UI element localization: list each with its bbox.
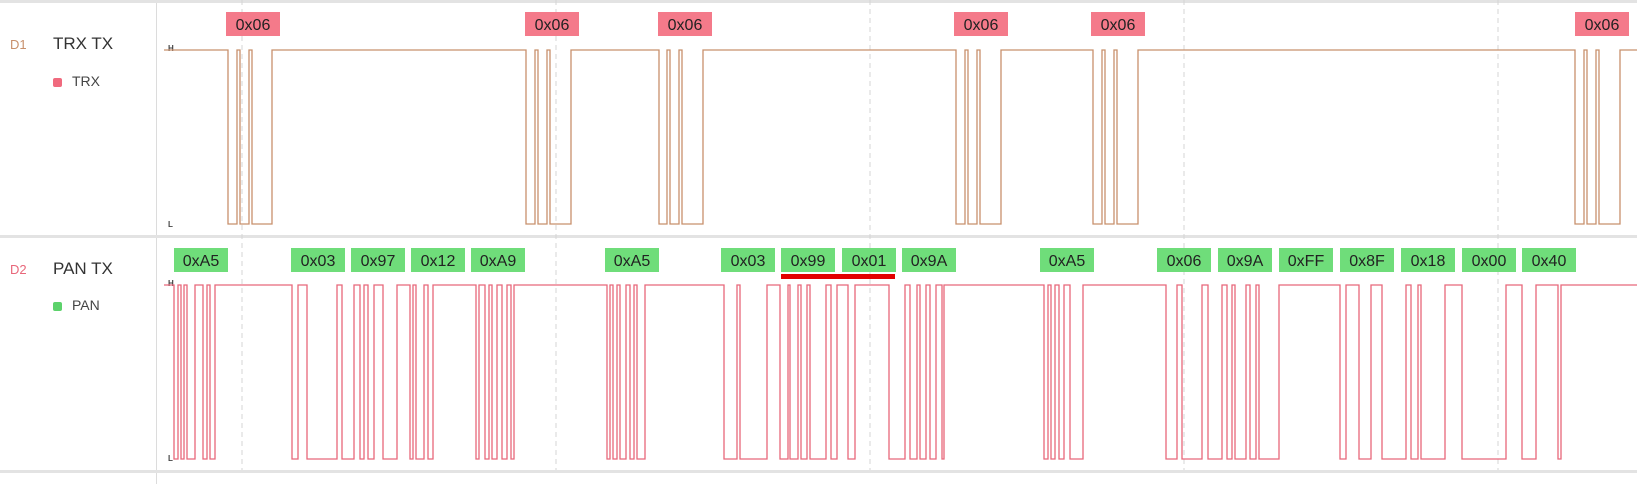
d2-low-label: L <box>168 454 173 463</box>
signal-trace <box>164 284 1637 460</box>
d2-byte-badge[interactable] <box>721 248 775 272</box>
d2-byte-badge[interactable] <box>1401 248 1455 272</box>
channel-d2-id: D2 <box>10 262 27 277</box>
d2-byte-badge-label: 0x40 <box>1532 253 1567 270</box>
time-grid <box>241 0 1499 470</box>
d2-byte-badge-label: 0x00 <box>1472 253 1507 270</box>
d2-high-label: H <box>168 279 174 288</box>
d2-byte-badge-label: 0xFF <box>1288 253 1325 270</box>
d2-byte-badge[interactable] <box>1279 248 1333 272</box>
d1-high-label: H <box>168 44 174 53</box>
trx-legend-dot <box>53 78 62 87</box>
d2-byte-badge-label: 0xA5 <box>183 253 220 270</box>
d2-byte-badge-label: 0x06 <box>1167 253 1202 270</box>
d2-byte-badge[interactable] <box>1040 248 1094 272</box>
top-border <box>0 0 1637 3</box>
d1-byte-badge-label: 0x06 <box>236 17 271 34</box>
d1-byte-badge[interactable] <box>226 12 280 36</box>
d1-byte-badge[interactable] <box>658 12 712 36</box>
d2-byte-badge[interactable] <box>411 248 465 272</box>
d2-byte-badge[interactable] <box>1462 248 1516 272</box>
d2-byte-badge-label: 0x03 <box>301 253 336 270</box>
d2-byte-badge[interactable] <box>842 248 896 272</box>
d2-byte-badge[interactable] <box>351 248 405 272</box>
d2-byte-badge-label: 0xA9 <box>480 253 517 270</box>
d2-byte-badge[interactable] <box>605 248 659 272</box>
channel-d1-id: D1 <box>10 37 27 52</box>
d1-decoded-bytes: 0x06 0x06 0x06 0x06 0x06 0x06 <box>226 12 1629 36</box>
d1-byte-badge[interactable] <box>954 12 1008 36</box>
d1-waveform <box>164 49 1637 225</box>
pan-legend-dot <box>53 302 62 311</box>
d2-byte-badge-label: 0x01 <box>852 253 887 270</box>
d2-byte-badge[interactable] <box>471 248 525 272</box>
d2-byte-badge[interactable] <box>174 248 228 272</box>
signal-trace <box>164 49 1637 225</box>
d1-byte-badge-label: 0x06 <box>668 17 703 34</box>
d2-byte-badge-label: 0x8F <box>1349 253 1385 270</box>
d1-low-label: L <box>168 220 173 229</box>
d2-byte-badge[interactable] <box>1157 248 1211 272</box>
channel-d2-name[interactable]: PAN TX <box>53 259 113 278</box>
channel-d2-header[interactable]: D2 PAN TX PAN <box>0 238 157 468</box>
selection-highlight[interactable] <box>781 274 895 279</box>
channel-d1-header[interactable]: D1 TRX TX TRX <box>0 0 157 235</box>
d1-byte-badge-label: 0x06 <box>1101 17 1136 34</box>
channel-separator <box>0 235 1637 238</box>
d1-byte-badge-label: 0x06 <box>1585 17 1620 34</box>
d1-byte-badge[interactable] <box>1091 12 1145 36</box>
d2-byte-badge-label: 0x03 <box>731 253 766 270</box>
d2-byte-badge-label: 0x9A <box>911 253 948 270</box>
d2-byte-badge[interactable] <box>291 248 345 272</box>
d2-decoded-bytes: 0xA5 0x03 0x97 0x12 0xA9 0xA5 0x03 0x99 0x01 0x9A… <box>174 248 1576 272</box>
d1-byte-badge[interactable] <box>525 12 579 36</box>
d2-byte-badge[interactable] <box>1522 248 1576 272</box>
d2-byte-badge-label: 0x12 <box>421 253 456 270</box>
d2-byte-badge[interactable] <box>902 248 956 272</box>
trx-legend-label: TRX <box>72 73 100 89</box>
pan-legend-label: PAN <box>72 297 100 313</box>
d2-byte-badge-label: 0x99 <box>791 253 826 270</box>
d2-byte-badge-label: 0xA5 <box>1049 253 1086 270</box>
d2-byte-badge[interactable] <box>1218 248 1272 272</box>
d1-byte-badge[interactable] <box>1575 12 1629 36</box>
bottom-border <box>0 470 1637 473</box>
channel-d1-name[interactable]: TRX TX <box>53 34 114 53</box>
d1-byte-badge-label: 0x06 <box>964 17 999 34</box>
d2-byte-badge[interactable] <box>1340 248 1394 272</box>
d1-byte-badge-label: 0x06 <box>535 17 570 34</box>
d2-byte-badge-label: 0xA5 <box>614 253 651 270</box>
d2-waveform <box>164 284 1637 460</box>
channel-sidebar <box>0 0 157 484</box>
d2-byte-badge[interactable] <box>781 248 835 272</box>
d2-byte-badge-label: 0x97 <box>361 253 396 270</box>
d2-byte-badge-label: 0x9A <box>1227 253 1264 270</box>
d2-byte-badge-label: 0x18 <box>1411 253 1446 270</box>
